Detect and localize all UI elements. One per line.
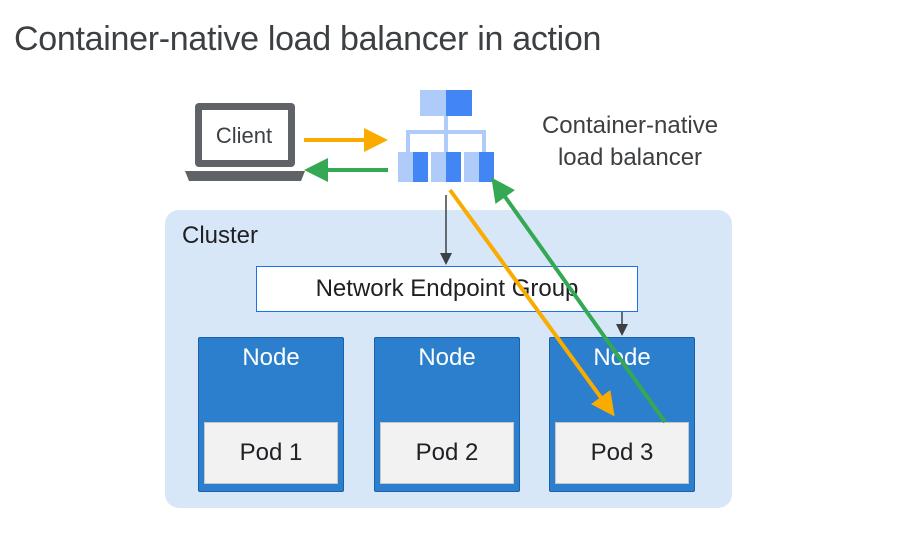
- load-balancer-label-line2: load balancer: [557, 144, 703, 171]
- hierarchy-icon: [398, 90, 494, 182]
- node-label: Node: [242, 344, 300, 371]
- node-2: Node Pod 2: [374, 337, 520, 492]
- node-1: Node Pod 1: [198, 337, 344, 492]
- slide-title: Container-native load balancer in action: [14, 20, 602, 58]
- pod-2: Pod 2: [380, 422, 514, 484]
- laptop-icon: [185, 103, 305, 181]
- load-balancer-label-line1: Container-native: [541, 112, 719, 139]
- node-3: Node Pod 3: [549, 337, 695, 492]
- pod-1: Pod 1: [204, 422, 338, 484]
- node-label: Node: [418, 344, 476, 371]
- node-label: Node: [593, 344, 651, 371]
- cluster-label: Cluster: [182, 222, 259, 249]
- load-balancer-label: Container-native load balancer: [520, 110, 740, 174]
- client-label: Client: [215, 123, 273, 148]
- pod-3: Pod 3: [555, 422, 689, 484]
- network-endpoint-group: Network Endpoint Group: [256, 266, 638, 312]
